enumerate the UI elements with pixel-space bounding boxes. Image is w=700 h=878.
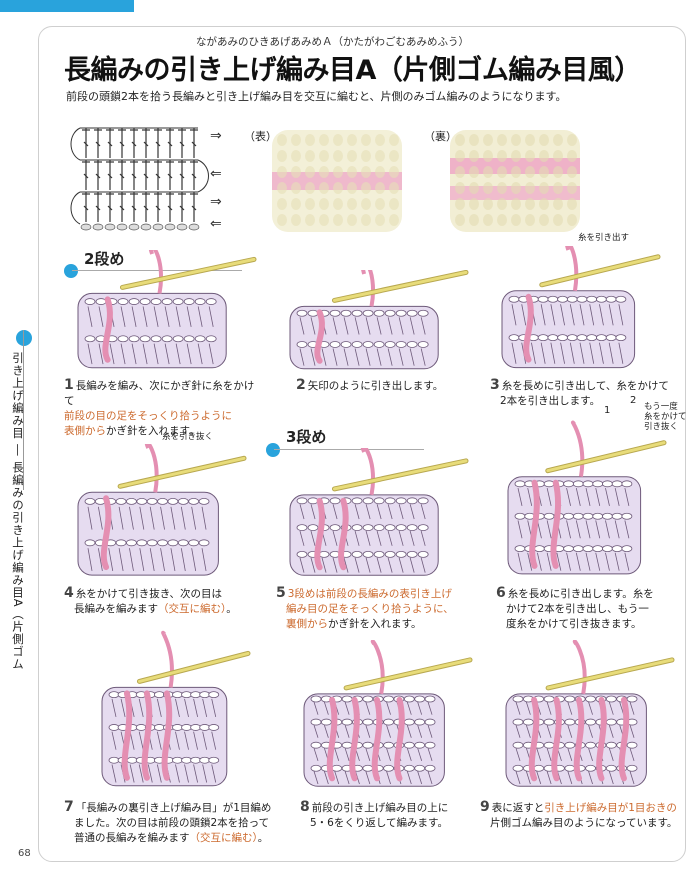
- step2-illustration: [289, 270, 469, 370]
- stitch-chart-diagram: ⇒ ⇐ ⇒ ⇐: [70, 127, 222, 232]
- step6-note-5: 引き抜く: [644, 422, 679, 432]
- swatch-back-label: （裏）: [424, 130, 457, 143]
- row3-marker-icon: [266, 443, 280, 457]
- row2-heading: 2段め: [84, 250, 125, 268]
- step1-illustration: [77, 250, 257, 369]
- step6-illustration: [507, 420, 667, 575]
- step7-illustration: [101, 630, 251, 787]
- page-number: 68: [18, 848, 31, 859]
- svg-text:⇐: ⇐: [210, 166, 222, 182]
- swatch-front-label: （表）: [244, 130, 277, 143]
- side-section-title: 引き上げ編み目 ― 長編みの引き上げ編み目A（片側ゴム編み目風）: [0, 352, 25, 671]
- step4-note: 糸を引き抜く: [162, 432, 214, 442]
- svg-text:⇐: ⇐: [210, 216, 222, 232]
- side-divider: [23, 330, 24, 490]
- svg-text:⇒: ⇒: [210, 194, 222, 210]
- svg-text:⇒: ⇒: [210, 128, 222, 144]
- step3-note: 糸を引き出す: [578, 233, 630, 243]
- section-marker-icon: [16, 330, 32, 346]
- step6-note-4: 糸をかけて: [644, 412, 687, 422]
- page-title: 長編みの引き上げ編み目A（片側ゴム編み目風）: [64, 55, 641, 86]
- step9-illustration: [505, 640, 675, 787]
- swatch-back-photo: [450, 130, 580, 232]
- row3-heading: 3段め: [286, 428, 327, 446]
- step6-note-1: 1: [604, 405, 611, 416]
- step8-illustration: [303, 640, 473, 787]
- step3-illustration: [501, 246, 661, 369]
- step6-note-3: もう一度: [644, 402, 678, 412]
- row2-divider: [72, 270, 242, 271]
- step5-illustration: [289, 448, 469, 576]
- title-reading: ながあみのひきあげあみめＡ（かたがわごむあみめふう）: [196, 36, 469, 48]
- row2-marker-icon: [64, 264, 78, 278]
- step4-illustration: [77, 444, 247, 576]
- top-accent-bar: [0, 0, 134, 12]
- step6-note-2: 2: [630, 395, 637, 406]
- page-subtitle: 前段の頭鎖2本を拾う長編みと引き上げ編み目を交互に編むと、片側のみゴム編みのよう…: [66, 90, 567, 103]
- swatch-front-photo: [272, 130, 402, 232]
- step-7-caption: 7「長編みの裏引き上げ編み目」が1目編め ました。次の目は前段の頭鎖2本を拾って…: [64, 799, 272, 845]
- row3-divider: [274, 449, 424, 450]
- page-frame: [38, 26, 686, 862]
